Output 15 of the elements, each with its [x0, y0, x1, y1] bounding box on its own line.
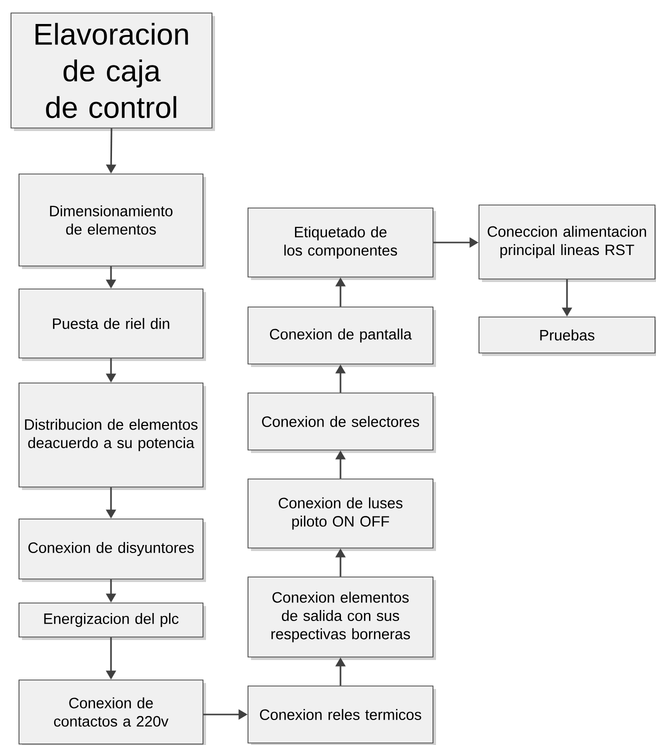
- process-box: Conexion de luses piloto ON OFF: [248, 478, 436, 551]
- process-box: Conexion de contactos a 220v: [18, 680, 206, 745]
- process-box: Energizacion del plc: [18, 602, 206, 640]
- process-box: Dimensionamiento de elementos: [18, 174, 206, 269]
- process-box: Conexion de pantalla: [248, 306, 436, 367]
- process-box: Conexion elementos de salida con sus respectivas borneras: [248, 576, 436, 660]
- process-box: Pruebas: [478, 316, 656, 356]
- process-box: Coneccion alimentacion principal lineas RST: [478, 204, 656, 282]
- process-box: Puesta de riel din: [18, 288, 206, 361]
- process-box: Conexion reles termicos: [248, 686, 436, 745]
- process-box: Conexion de disyuntores: [18, 518, 206, 582]
- process-box: Distribucion de elementos deacuerdo a su potencia: [18, 382, 206, 490]
- process-box: Conexion de selectores: [248, 392, 436, 453]
- process-box: Etiquetado de los componentes: [248, 208, 436, 280]
- title-box: Elavoracion de caja de control: [10, 12, 215, 131]
